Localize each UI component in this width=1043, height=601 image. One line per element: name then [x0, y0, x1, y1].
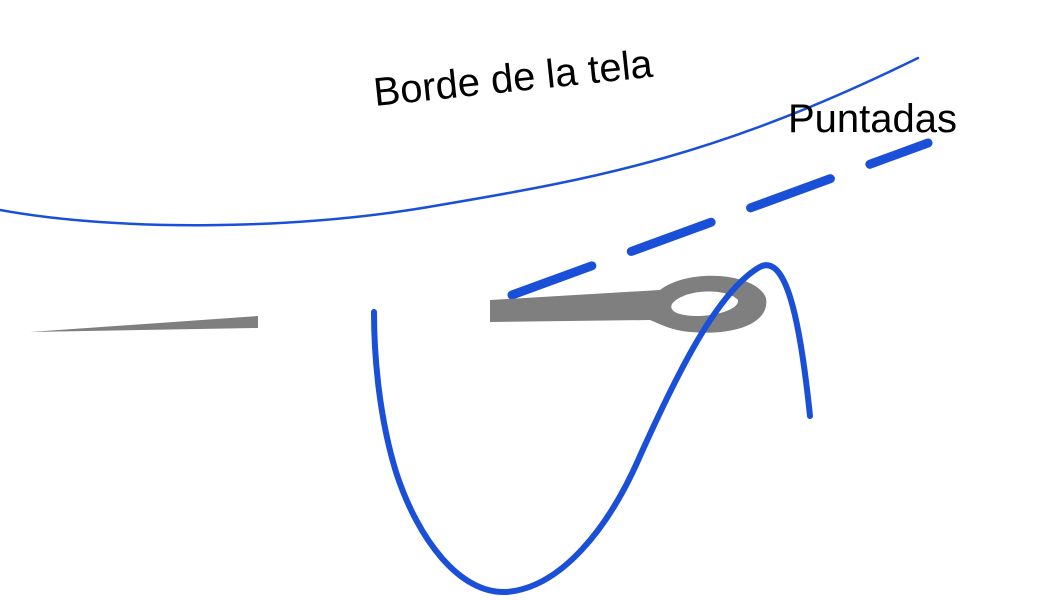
needle-body: [490, 275, 767, 333]
stitches-line: [507, 138, 933, 300]
thread-loop: [371, 262, 813, 596]
needle-tip: [30, 316, 258, 332]
fabric-edge-line: [0, 56, 920, 227]
stitches-label: Puntadas: [788, 97, 957, 141]
fabric-edge-label: Borde de la tela: [371, 42, 655, 115]
